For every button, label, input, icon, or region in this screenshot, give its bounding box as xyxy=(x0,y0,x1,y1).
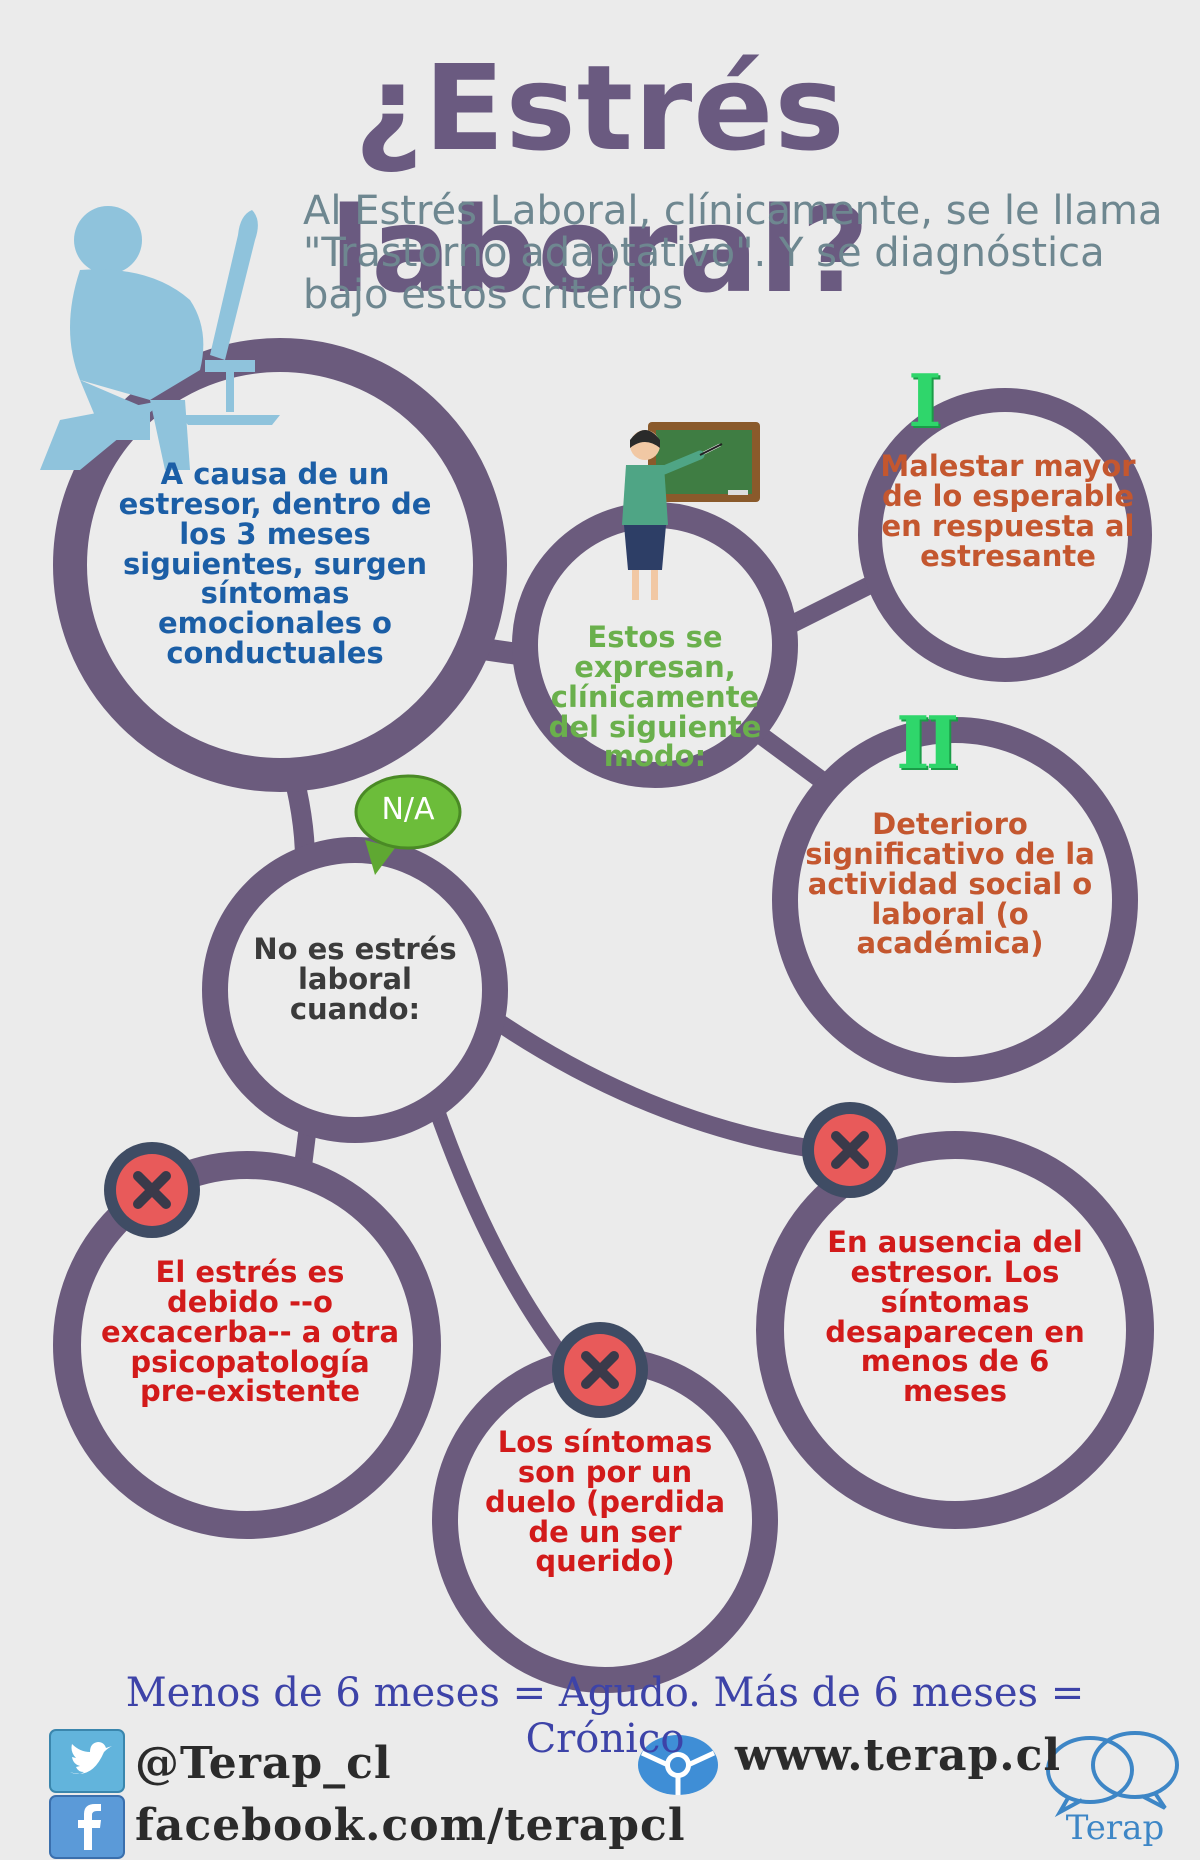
ring-exclusion-3 xyxy=(756,1131,1154,1529)
na-speech-bubble-icon xyxy=(354,774,462,875)
website-link[interactable]: www.terap.cl xyxy=(735,1730,1062,1781)
exclusion-3-text: En ausencia del estresor. Los síntomas d… xyxy=(825,1225,1085,1409)
ring-exclusion-1 xyxy=(53,1151,441,1539)
x-badge-icon xyxy=(802,1102,898,1198)
duration-note: Menos de 6 meses = Agudo. Más de 6 meses… xyxy=(125,1670,1085,1762)
twitter-icon xyxy=(49,1729,125,1793)
expression-text: Estos se expresan, clínicamente del sigu… xyxy=(548,620,762,774)
facebook-link[interactable]: facebook.com/terapcl xyxy=(135,1800,686,1851)
ring-criterion-1 xyxy=(858,388,1152,682)
ring-exclusion-heading xyxy=(202,837,508,1143)
criterion-2-text: Deterioro significativo de la actividad … xyxy=(805,807,1095,961)
exclusion-2-text: Los síntomas son por un duelo (perdida d… xyxy=(484,1425,726,1579)
x-badge-icon xyxy=(104,1142,200,1238)
criterion-2-numeral: II xyxy=(896,700,959,785)
exclusion-heading: No es estrés laboral cuando: xyxy=(253,932,457,1026)
ring-criterion-2 xyxy=(772,717,1138,1083)
x-badge-icon xyxy=(552,1322,648,1418)
twitter-handle[interactable]: @Terap_cl xyxy=(135,1738,392,1789)
intro-text: Al Estrés Laboral, clínicamente, se le l… xyxy=(303,188,1163,318)
stressed-person-icon xyxy=(40,206,280,470)
criterion-1-numeral: I xyxy=(908,358,942,443)
teacher-icon xyxy=(622,422,760,600)
facebook-icon xyxy=(49,1795,125,1859)
browser-icon xyxy=(638,1735,718,1795)
brand-name: Terap xyxy=(1065,1808,1165,1848)
terap-logo-icon xyxy=(1046,1731,1179,1818)
exclusion-1-text: El estrés es debido --o excacerba-- a ot… xyxy=(100,1255,400,1409)
criterion-1-text: Malestar mayor de lo esperable en respue… xyxy=(880,449,1136,573)
page-title: ¿Estrés laboral? xyxy=(329,39,871,319)
cause-text: A causa de un estresor, dentro de los 3 … xyxy=(118,457,432,671)
na-badge-label: N/A xyxy=(381,792,435,827)
